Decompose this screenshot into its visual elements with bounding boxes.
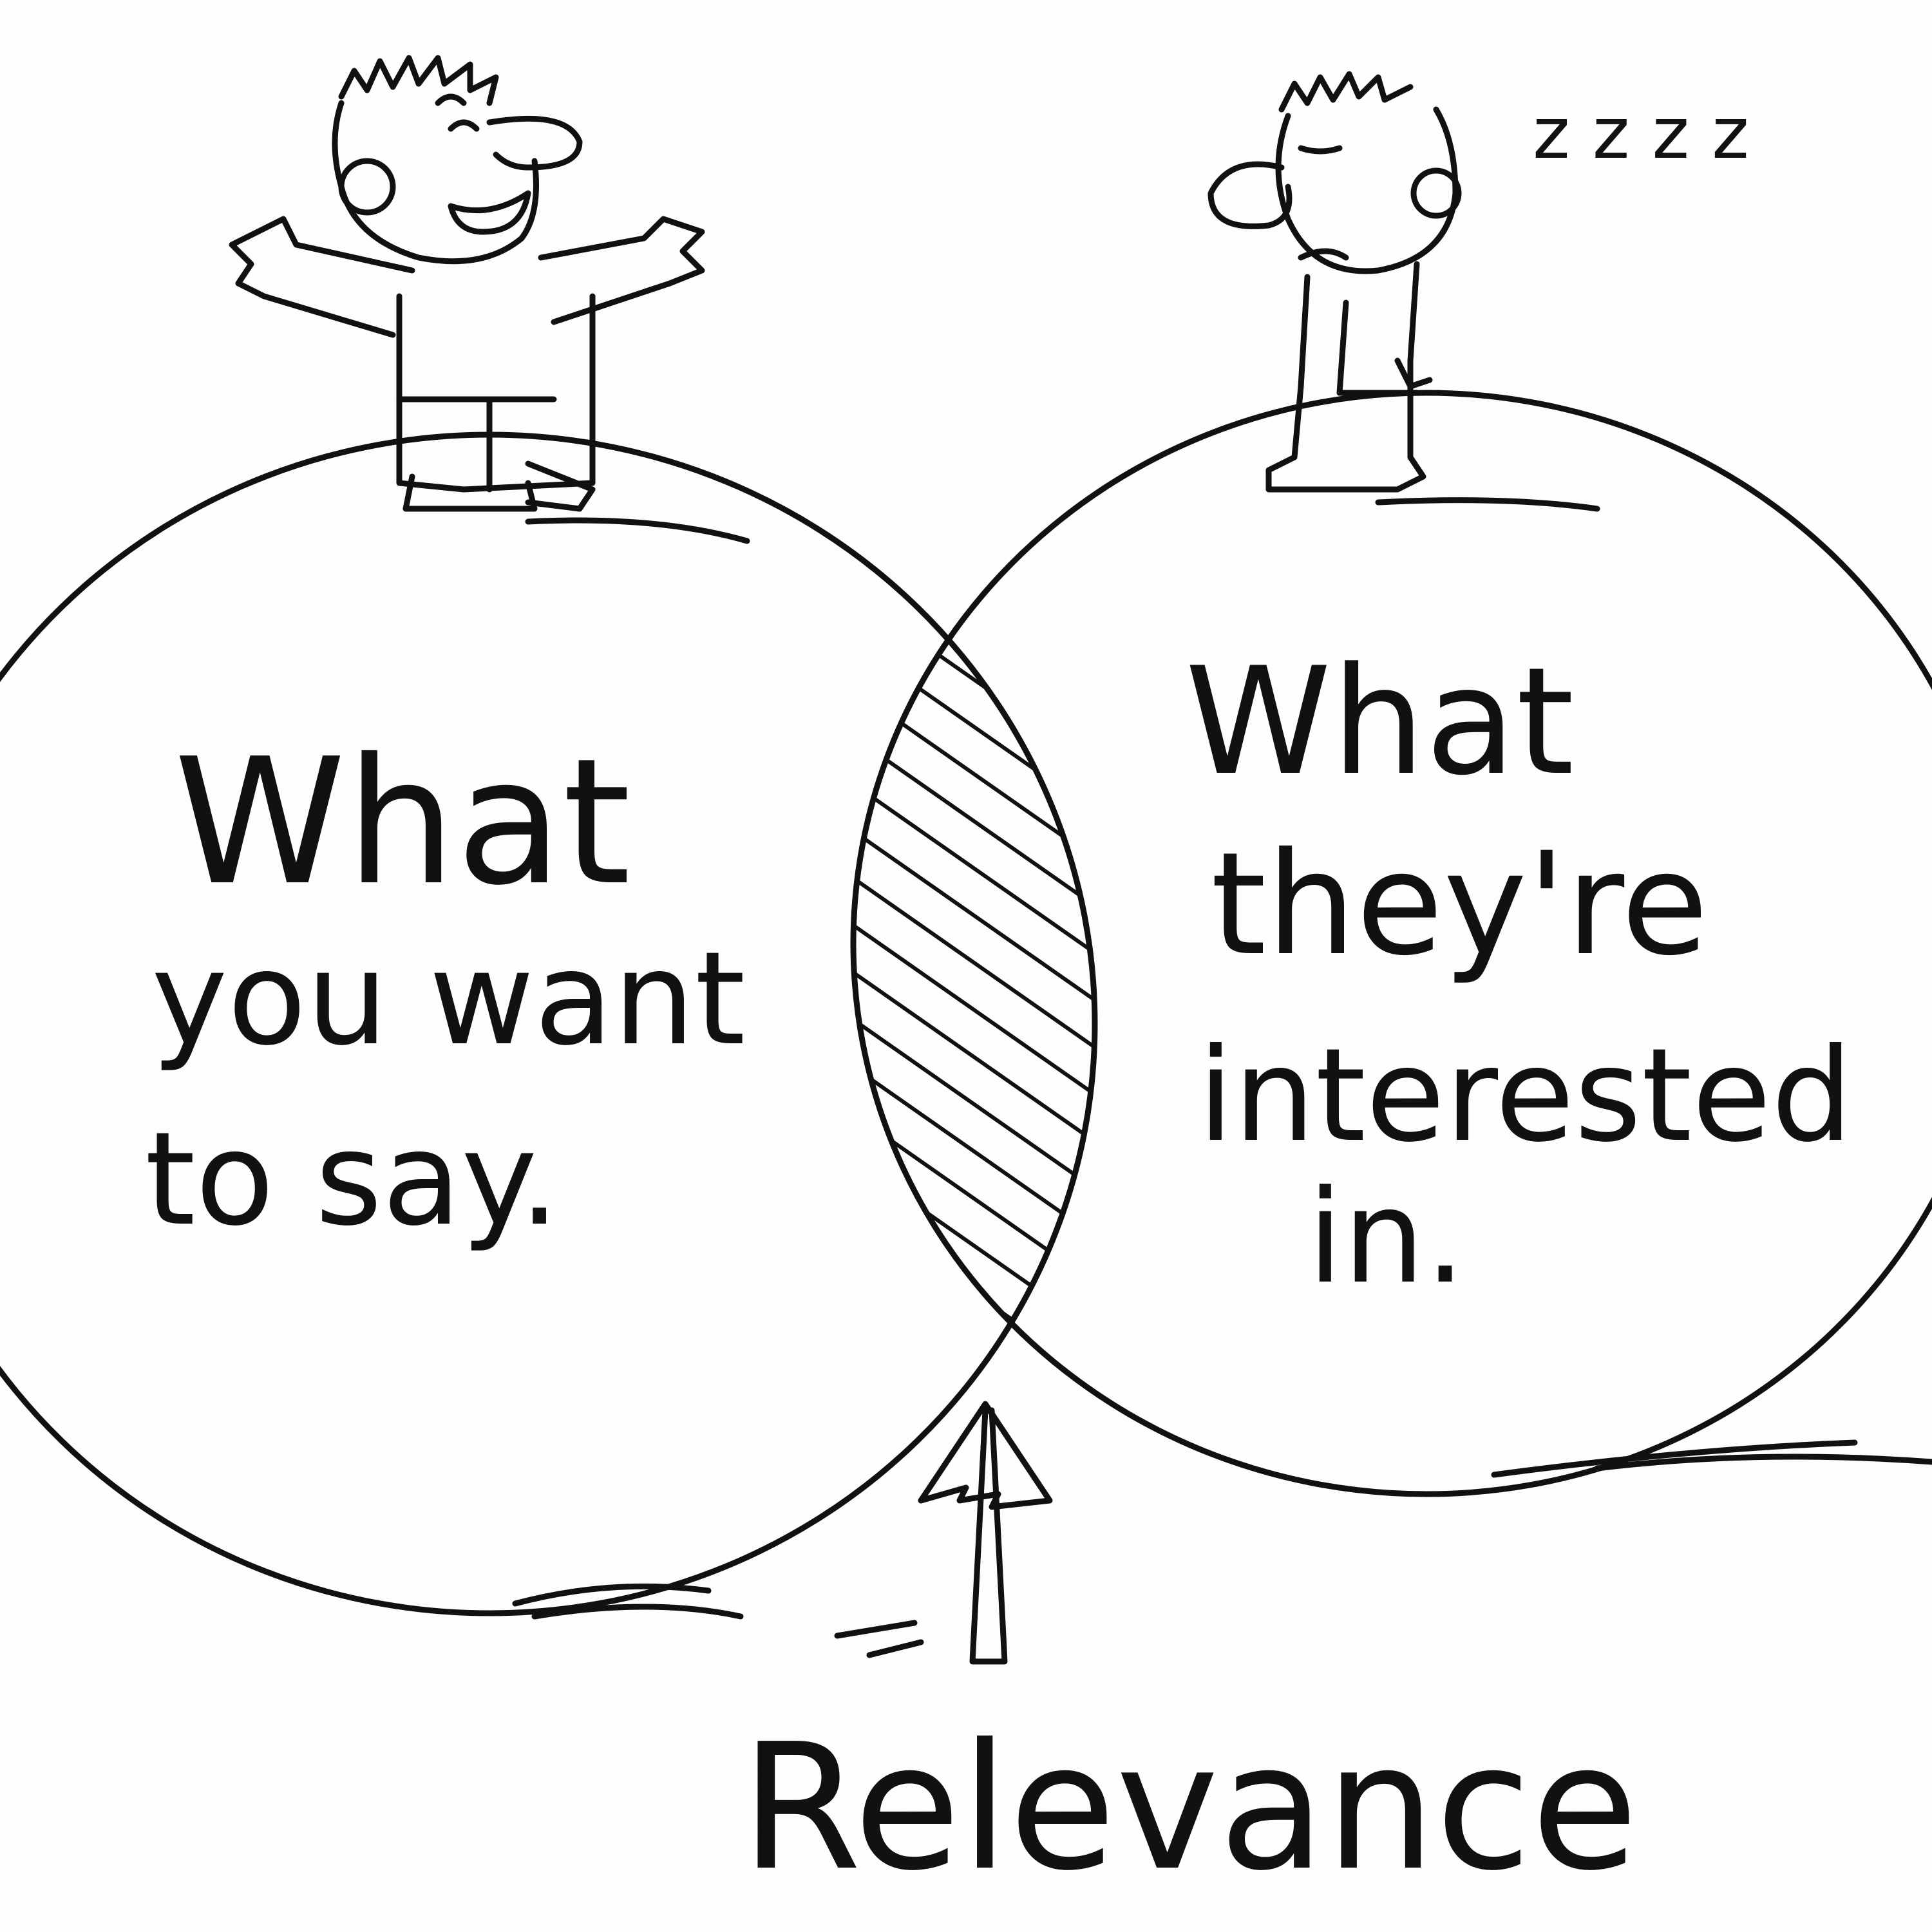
arrow-up-icon — [918, 1401, 1053, 1665]
right-label-line-4: in. — [1307, 1162, 1466, 1312]
shadow-scribbles — [512, 497, 1932, 1658]
relevance-label: Relevance — [741, 1706, 1638, 1909]
right-circle — [850, 390, 1932, 1497]
right-label-line-1: What — [1185, 636, 1574, 808]
left-circle-label: What you want to say. — [145, 721, 745, 1255]
right-label-line-3: interested — [1198, 1021, 1853, 1171]
excited-person-figure — [229, 55, 705, 512]
right-circle-label: What they're interested in. — [1185, 636, 1853, 1312]
sleep-zzz: z z z z — [1533, 92, 1749, 175]
left-label-line-3: to say. — [145, 1104, 560, 1255]
left-label-line-2: you want — [151, 924, 745, 1074]
bored-sleeping-person-figure — [1208, 71, 1462, 493]
left-label-line-1: What — [174, 721, 630, 923]
right-label-line-2: they're — [1211, 822, 1709, 987]
